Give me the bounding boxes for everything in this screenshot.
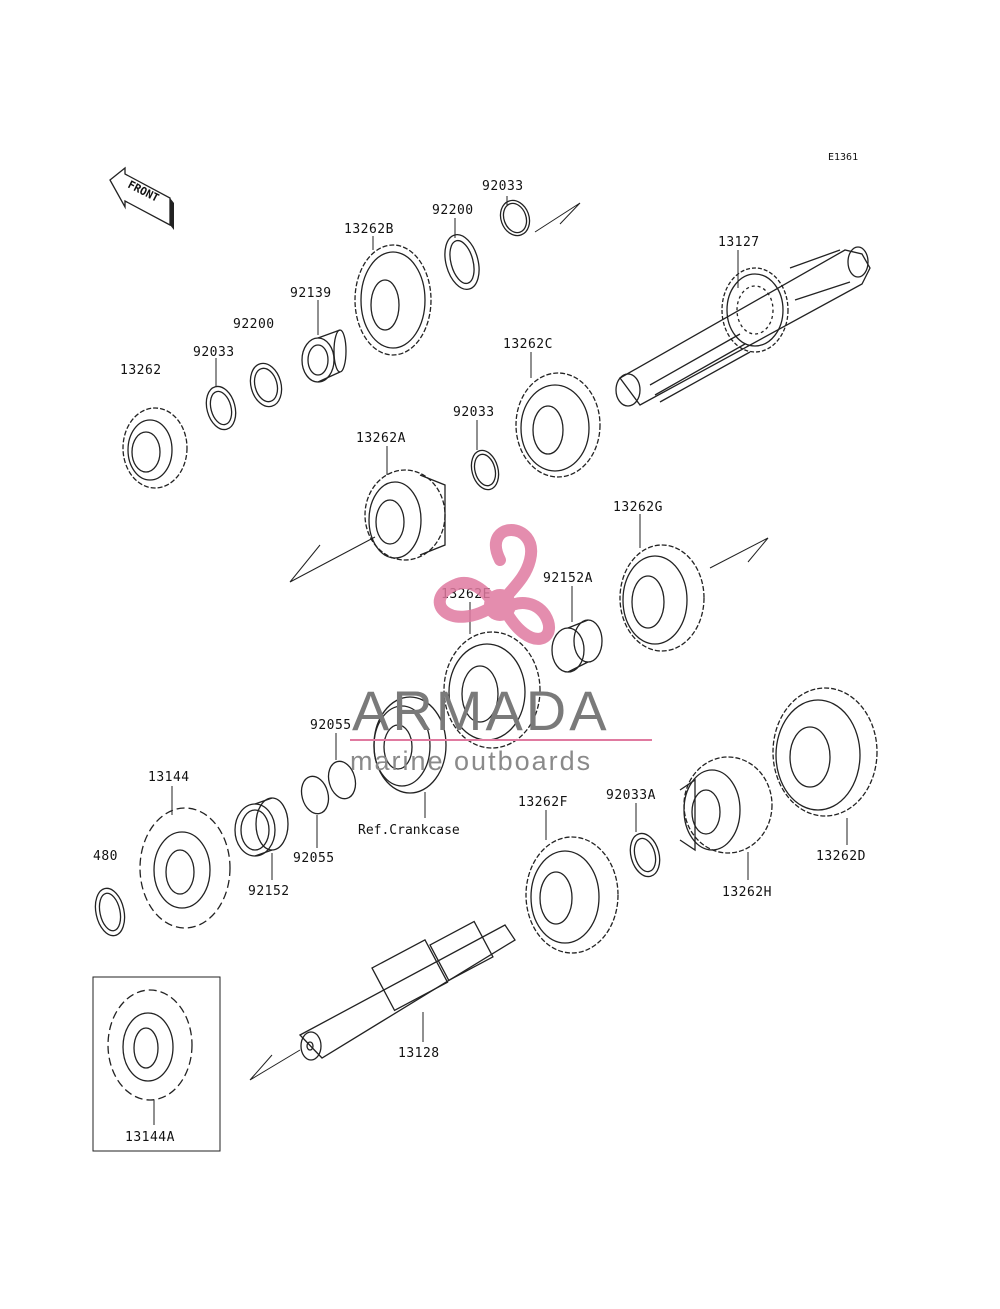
sprocket-13144 xyxy=(139,807,231,929)
diagram-code: E1361 xyxy=(828,152,858,163)
label-480: 480 xyxy=(93,849,118,864)
label-13144: 13144 xyxy=(148,770,190,785)
label-13262A: 13262A xyxy=(356,431,406,446)
shaft-13127 xyxy=(615,246,871,407)
label-13262G: 13262G xyxy=(613,500,663,515)
label-13262H: 13262H xyxy=(722,885,772,900)
ring-92200-left xyxy=(249,362,283,408)
gear-13262F xyxy=(525,836,619,954)
axis-arrow-top xyxy=(534,202,581,233)
bushing-92152A xyxy=(551,619,603,673)
label-92139: 92139 xyxy=(290,286,332,301)
gear-13262B xyxy=(354,244,432,356)
ref-crankcase-label: Ref.Crankcase xyxy=(358,823,460,838)
sprocket-13144A xyxy=(107,989,193,1101)
label-92033-top: 92033 xyxy=(482,179,524,194)
inset-box xyxy=(92,976,221,1152)
gear-13262 xyxy=(122,407,188,489)
watermark-brand: ARMADA xyxy=(352,679,610,742)
gear-13262C xyxy=(515,372,601,478)
gear-13262A xyxy=(364,469,446,561)
bushing-92152 xyxy=(234,797,289,857)
ring-92055-top xyxy=(327,760,357,800)
axis-arrow-right xyxy=(709,537,769,569)
axis-arrow-bottom xyxy=(249,1049,301,1081)
label-92055-top: 92055 xyxy=(310,718,352,733)
watermark-logo-icon xyxy=(433,524,555,645)
axis-arrow-mid xyxy=(289,536,376,583)
ring-92200-top xyxy=(444,233,480,291)
ring-92033A xyxy=(629,832,661,878)
ring-92033-left xyxy=(205,385,237,431)
label-13144A: 13144A xyxy=(125,1130,175,1145)
gear-13127 xyxy=(721,267,789,353)
label-13262F: 13262F xyxy=(518,795,568,810)
label-92033A: 92033A xyxy=(606,788,656,803)
gear-13262G xyxy=(619,544,705,652)
circlip-480 xyxy=(94,887,126,937)
label-13128: 13128 xyxy=(398,1046,440,1061)
label-92033-mid: 92033 xyxy=(453,405,495,420)
label-13262: 13262 xyxy=(120,363,162,378)
watermark-tagline: marine outboards xyxy=(350,746,592,776)
label-13262B: 13262B xyxy=(344,222,394,237)
bearing-92139 xyxy=(301,329,347,383)
label-13262D: 13262D xyxy=(816,849,866,864)
label-92152: 92152 xyxy=(248,884,290,899)
front-arrow-icon: FRONT xyxy=(109,166,174,230)
ring-92033-mid xyxy=(470,449,500,491)
bearing-crankcase xyxy=(373,696,447,794)
shaft-13128 xyxy=(298,920,516,1061)
ring-92033-top xyxy=(499,199,531,237)
label-13262C: 13262C xyxy=(503,337,553,352)
label-92033-left: 92033 xyxy=(193,345,235,360)
gear-13262H xyxy=(679,756,773,854)
label-92055-bottom: 92055 xyxy=(293,851,335,866)
label-92200-left: 92200 xyxy=(233,317,275,332)
label-13127: 13127 xyxy=(718,235,760,250)
ring-92055-bottom xyxy=(300,775,330,815)
label-92200-top: 92200 xyxy=(432,203,474,218)
label-92152A: 92152A xyxy=(543,571,593,586)
gear-13262D xyxy=(772,687,878,817)
